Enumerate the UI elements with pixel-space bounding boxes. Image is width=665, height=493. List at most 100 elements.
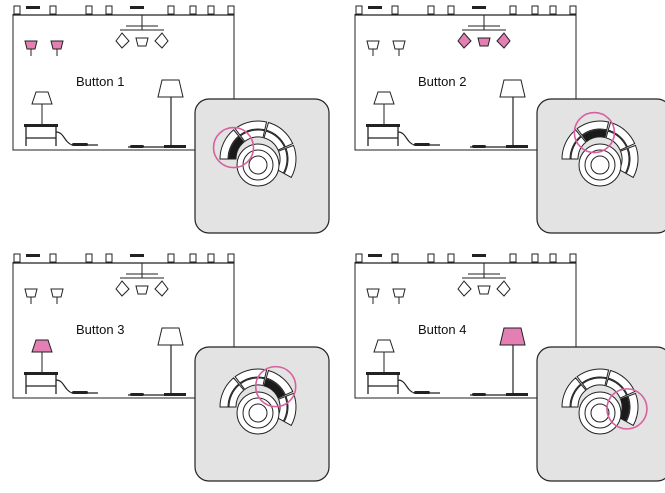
wall-lamp-shade xyxy=(51,289,63,297)
table-lamp-shade xyxy=(374,340,394,352)
fixture-box xyxy=(14,254,20,262)
ceiling-lamp-shade xyxy=(497,281,510,296)
panel-button-3: Button 3 xyxy=(0,248,330,488)
keypad-inset xyxy=(537,347,665,481)
page: { "colors": { "accent": "#d9609f", "lit_… xyxy=(0,0,665,483)
fixture-box xyxy=(86,6,92,14)
wall-lamp-shade xyxy=(51,41,63,49)
fixture-box xyxy=(190,254,196,262)
wall-lamps xyxy=(25,289,63,304)
fixture-box xyxy=(190,6,196,14)
fixture-box xyxy=(356,254,362,262)
table-lamp xyxy=(366,340,440,394)
wall-lamps xyxy=(367,41,405,56)
plug xyxy=(472,145,486,148)
keypad-inset xyxy=(195,99,329,233)
floor-lamp-base xyxy=(164,393,186,396)
fixture-box xyxy=(14,6,20,14)
wall-lamps xyxy=(25,41,63,56)
table-lamp xyxy=(24,92,98,146)
ceiling-lamp-shade xyxy=(458,33,471,48)
keypad-center-button xyxy=(591,156,609,174)
plug xyxy=(72,143,88,146)
wall-lamp-shade xyxy=(393,289,405,297)
wall-lamp-shade xyxy=(25,289,37,297)
fixture-box xyxy=(532,6,538,14)
fixture-box xyxy=(550,254,556,262)
wall-lamp-shade xyxy=(367,289,379,297)
panel-button-4: Button 4 xyxy=(342,248,665,488)
floor-lamp-base xyxy=(506,145,528,148)
plug xyxy=(72,391,88,394)
fixture-bar xyxy=(26,254,40,257)
ceiling-fixtures xyxy=(14,6,234,14)
room-scene xyxy=(342,248,665,493)
keypad-center-button xyxy=(249,404,267,422)
fixture-box xyxy=(428,6,434,14)
plug xyxy=(130,393,144,396)
side-table-top xyxy=(366,372,400,375)
plug xyxy=(130,145,144,148)
ceiling-lamp xyxy=(458,263,510,296)
ceiling-fixtures xyxy=(14,254,234,262)
ceiling-lamp-shade xyxy=(497,33,510,48)
fixture-box xyxy=(448,6,454,14)
fixture-box xyxy=(228,254,234,262)
ceiling-fixtures xyxy=(356,254,576,262)
side-table-top xyxy=(24,124,58,127)
ceiling-lamp xyxy=(116,15,168,48)
fixture-box xyxy=(356,6,362,14)
ceiling-lamp-shade xyxy=(478,286,490,294)
ceiling-lamp-shade xyxy=(155,281,168,296)
fixture-box xyxy=(392,254,398,262)
ceiling-lamp xyxy=(116,263,168,296)
ceiling-lamp-shade xyxy=(116,281,129,296)
wall-lamp-shade xyxy=(25,41,37,49)
fixture-box xyxy=(550,6,556,14)
floor-lamp xyxy=(470,328,528,396)
fixture-bar xyxy=(472,254,486,257)
side-table-legs xyxy=(26,375,56,394)
ceiling-fixtures xyxy=(356,6,576,14)
fixture-box xyxy=(228,6,234,14)
fixture-box xyxy=(50,6,56,14)
floor-lamp xyxy=(128,80,186,148)
fixture-box xyxy=(168,6,174,14)
fixture-box xyxy=(428,254,434,262)
fixture-box xyxy=(570,254,576,262)
side-table-top xyxy=(24,372,58,375)
side-table-legs xyxy=(26,127,56,146)
side-table-legs xyxy=(368,375,398,394)
side-table-top xyxy=(366,124,400,127)
fixture-bar xyxy=(130,6,144,9)
ceiling-lamp-shade xyxy=(458,281,471,296)
panel-label: Button 2 xyxy=(418,74,466,89)
plug xyxy=(414,143,430,146)
fixture-box xyxy=(510,6,516,14)
fixture-box xyxy=(86,254,92,262)
fixture-bar xyxy=(26,6,40,9)
fixture-box xyxy=(510,254,516,262)
plug xyxy=(414,391,430,394)
fixture-box xyxy=(106,254,112,262)
room-scene xyxy=(0,248,340,493)
table-lamp-shade xyxy=(374,92,394,104)
table-lamp xyxy=(24,340,98,394)
floor-lamp-shade xyxy=(158,328,183,345)
ceiling-lamp xyxy=(458,15,510,48)
fixture-bar xyxy=(368,6,382,9)
fixture-box xyxy=(532,254,538,262)
wall-lamp-shade xyxy=(367,41,379,49)
fixture-box xyxy=(208,254,214,262)
ceiling-lamp-shade xyxy=(155,33,168,48)
ceiling-lamp-shade xyxy=(478,38,490,46)
fixture-bar xyxy=(472,6,486,9)
room-scene xyxy=(0,0,340,245)
plug xyxy=(472,393,486,396)
ceiling-lamp-shade xyxy=(136,38,148,46)
wall-lamps xyxy=(367,289,405,304)
keypad-inset xyxy=(537,99,665,233)
panel-label: Button 1 xyxy=(76,74,124,89)
ceiling-lamp-shade xyxy=(116,33,129,48)
wall-lamp-shade xyxy=(393,41,405,49)
